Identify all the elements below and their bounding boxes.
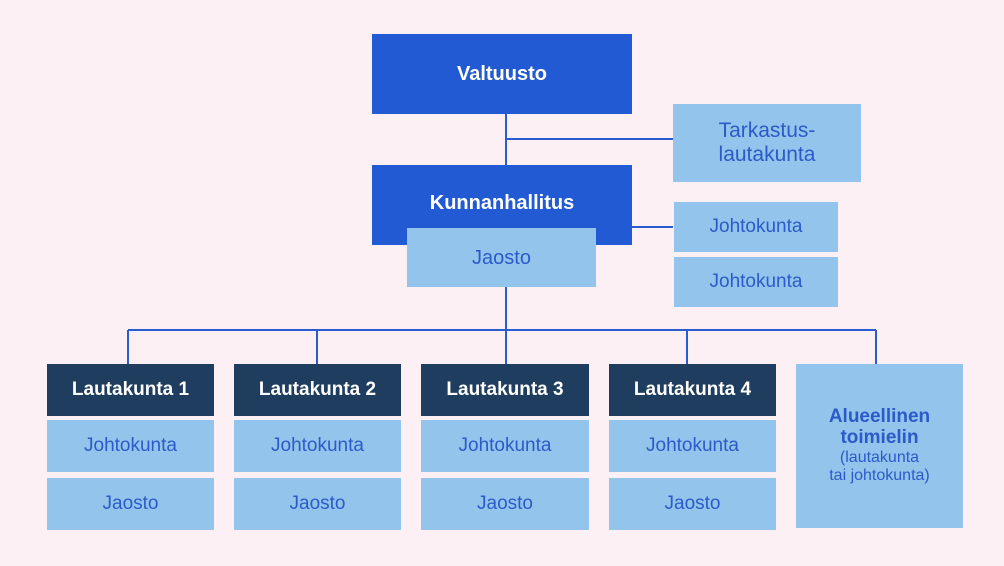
board-3-label: Lautakunta 3 bbox=[446, 378, 564, 400]
board-2-label: Lautakunta 2 bbox=[258, 378, 377, 400]
audit-board-box: Tarkastus- lautakunta bbox=[673, 104, 861, 182]
audit-board-label-line-1: Tarkastus- bbox=[718, 118, 816, 142]
executive-committee-label: Johtokunta bbox=[709, 270, 803, 292]
board-1-committee-box: Johtokunta bbox=[47, 420, 214, 472]
regional-body-subtitle-line-1: (lautakunta bbox=[839, 448, 920, 466]
audit-board-label-line-2: lautakunta bbox=[718, 143, 816, 166]
regional-body-title-line-2: toimielin bbox=[840, 426, 919, 448]
board-1-label: Lautakunta 1 bbox=[71, 378, 190, 400]
regional-body-title-line-1: Alueellinen bbox=[828, 405, 931, 427]
board-4-division-box: Jaosto bbox=[609, 478, 776, 530]
board-2-division-label: Jaosto bbox=[289, 492, 346, 514]
municipal-board-label: Kunnanhallitus bbox=[429, 192, 575, 214]
executive-committee-label: Johtokunta bbox=[709, 215, 803, 237]
board-1-committee-label: Johtokunta bbox=[84, 434, 177, 456]
board-4-box: Lautakunta 4 bbox=[609, 364, 776, 416]
executive-committee-box: Johtokunta bbox=[674, 202, 838, 252]
regional-body-box: Alueellinen toimielin (lautakunta tai jo… bbox=[796, 364, 963, 528]
board-2-committee-box: Johtokunta bbox=[234, 420, 401, 472]
municipal-board-division-box: Jaosto bbox=[407, 228, 596, 287]
board-3-division-box: Jaosto bbox=[421, 478, 589, 530]
board-3-division-label: Jaosto bbox=[477, 492, 533, 514]
council-label: Valtuusto bbox=[456, 63, 547, 85]
board-4-committee-label: Johtokunta bbox=[646, 434, 739, 456]
regional-body-subtitle-line-2: tai johtokunta) bbox=[829, 466, 930, 484]
board-4-division-label: Jaosto bbox=[664, 492, 721, 514]
board-4-label: Lautakunta 4 bbox=[633, 378, 752, 400]
executive-committee-box: Johtokunta bbox=[674, 257, 838, 307]
council-box: Valtuusto bbox=[372, 34, 632, 114]
board-2-box: Lautakunta 2 bbox=[234, 364, 401, 416]
board-2-division-box: Jaosto bbox=[234, 478, 401, 530]
board-3-box: Lautakunta 3 bbox=[421, 364, 589, 416]
municipal-board-division-label: Jaosto bbox=[472, 246, 531, 269]
board-1-division-box: Jaosto bbox=[47, 478, 214, 530]
board-2-committee-label: Johtokunta bbox=[271, 434, 364, 456]
board-4-committee-box: Johtokunta bbox=[609, 420, 776, 472]
board-1-box: Lautakunta 1 bbox=[47, 364, 214, 416]
board-3-committee-label: Johtokunta bbox=[458, 434, 552, 456]
board-3-committee-box: Johtokunta bbox=[421, 420, 589, 472]
board-1-division-label: Jaosto bbox=[102, 492, 159, 514]
